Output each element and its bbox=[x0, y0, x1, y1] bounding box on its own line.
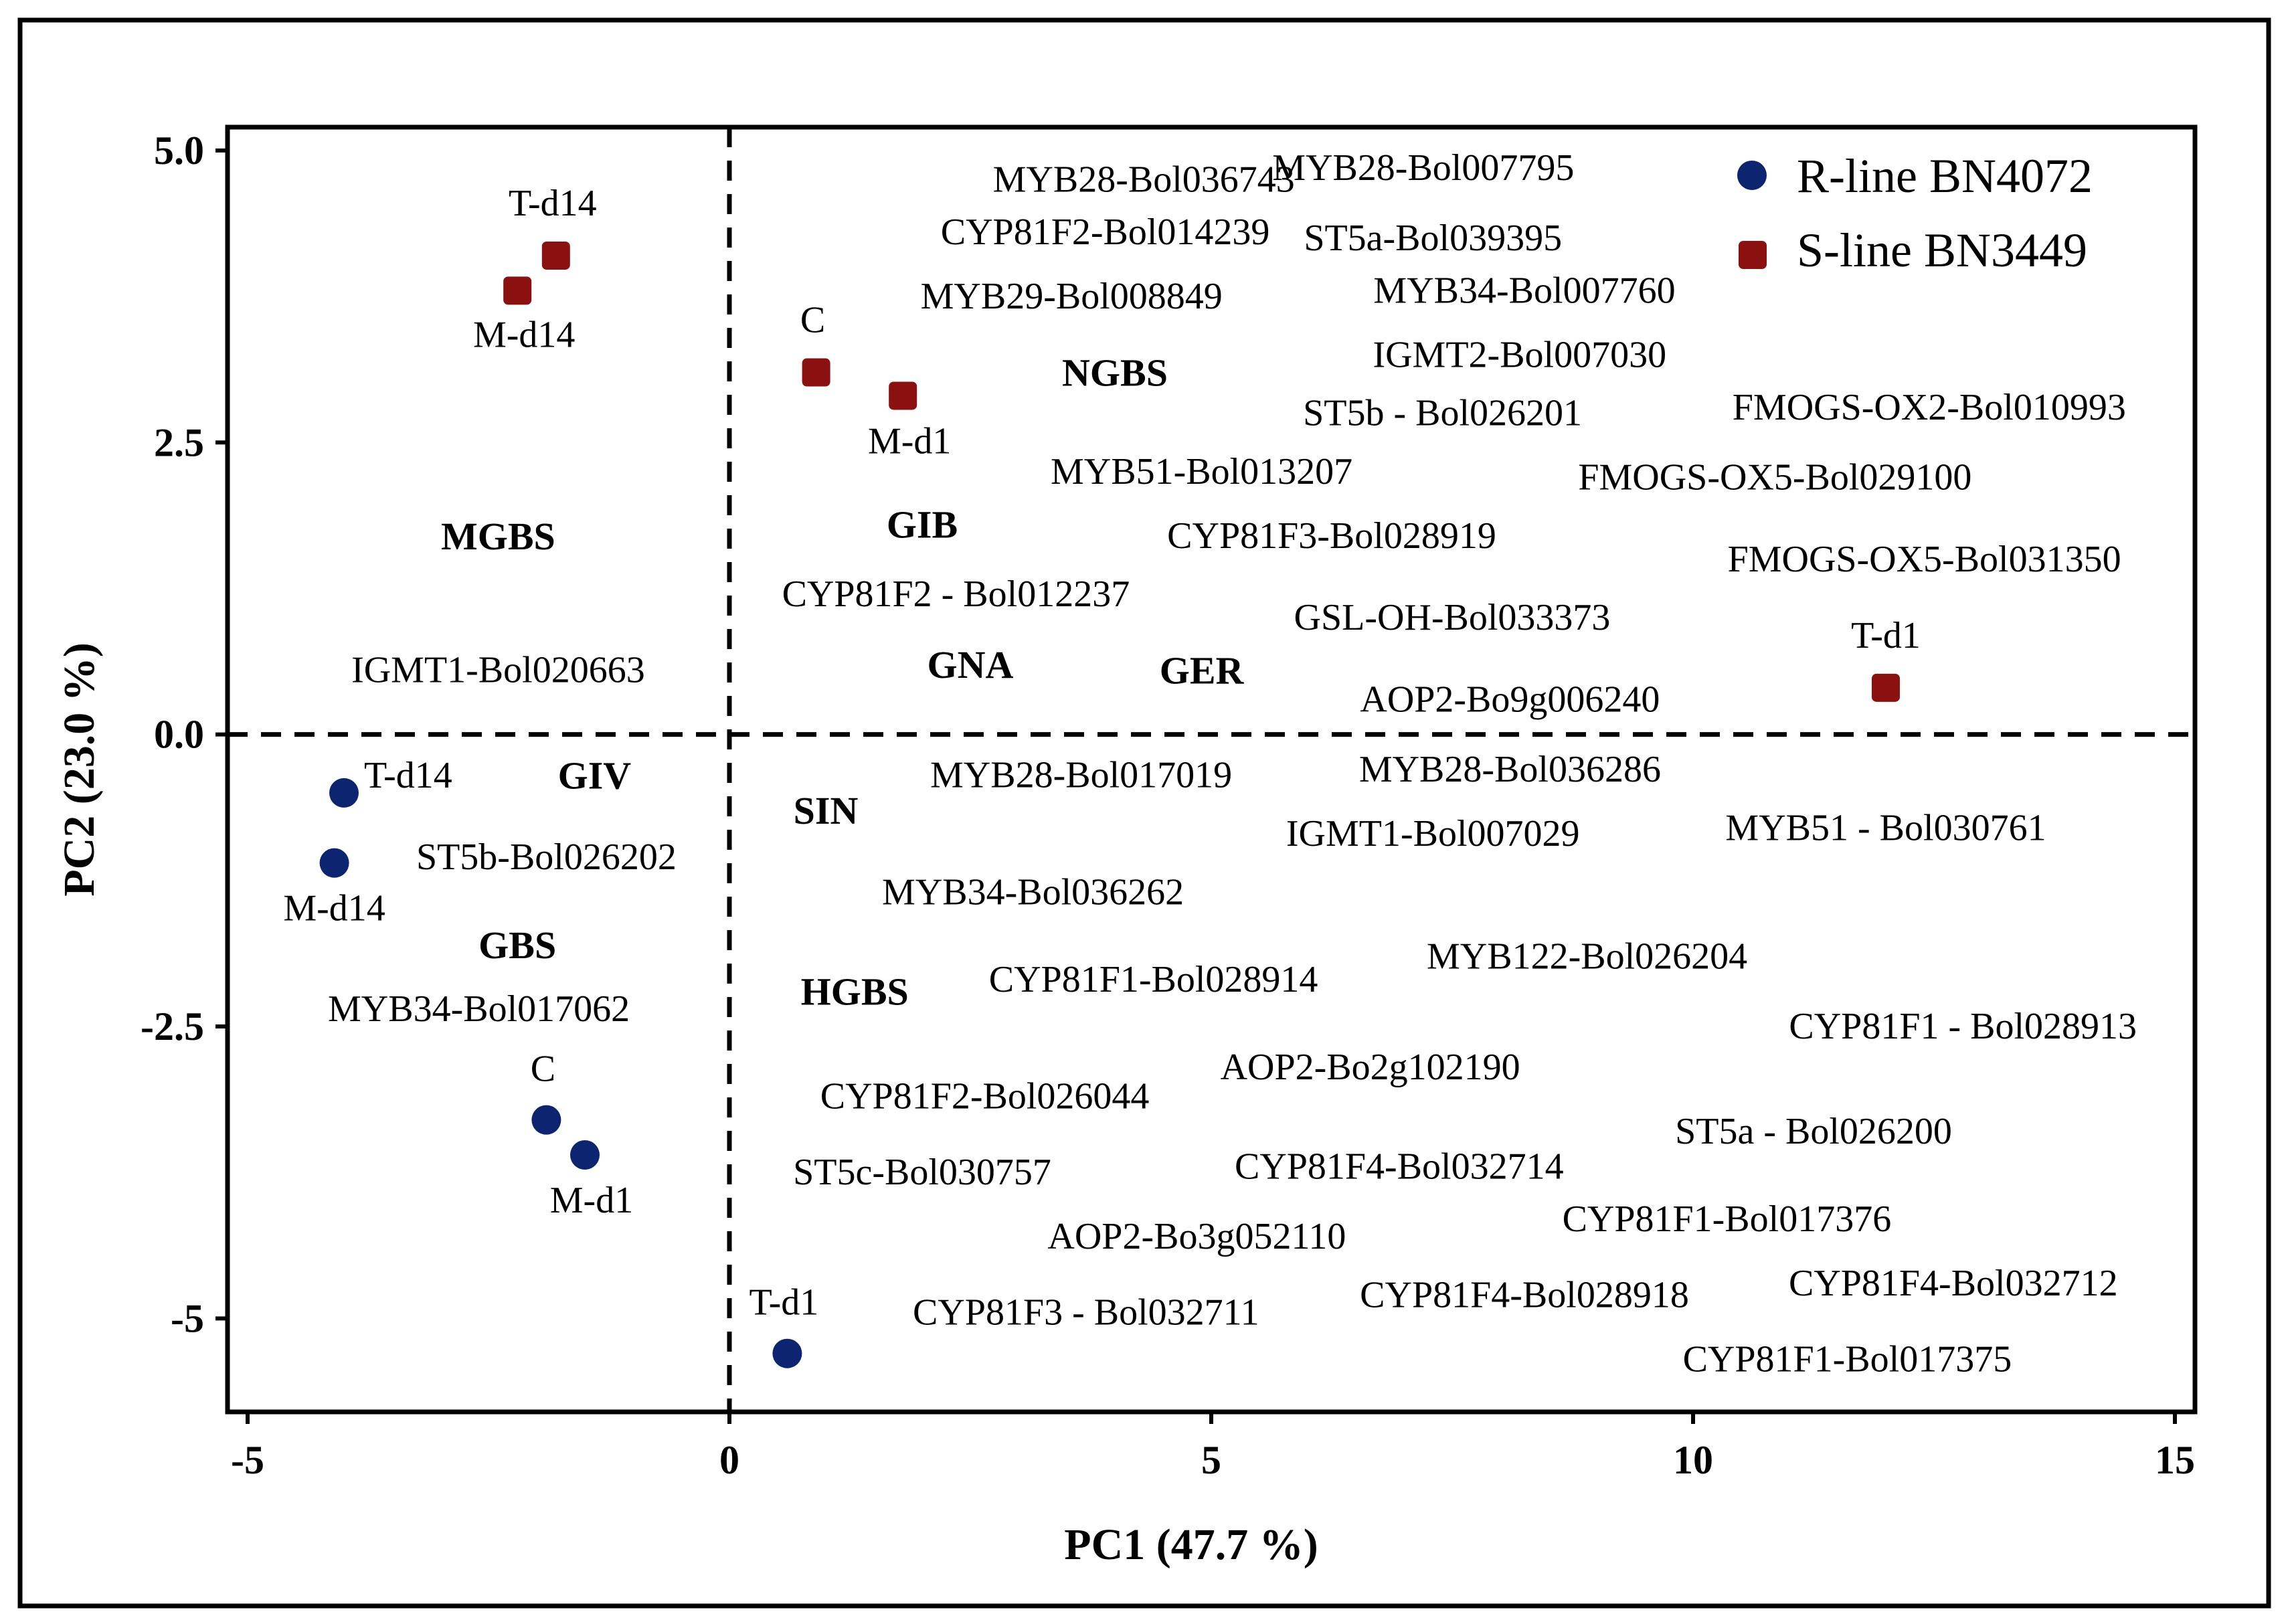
gene-label: CYP81F4-Bol032714 bbox=[1235, 1146, 1564, 1187]
gene-label: AOP2-Bo3g052110 bbox=[1047, 1216, 1346, 1257]
sample-point-label: M-d14 bbox=[283, 888, 385, 929]
sample-point-label: M-d1 bbox=[868, 420, 951, 462]
r-line-point bbox=[329, 778, 359, 808]
gene-label: MYB28-Bol017019 bbox=[930, 755, 1232, 796]
gene-label: GSL-OH-Bol033373 bbox=[1294, 597, 1611, 638]
gene-label: ST5c-Bol030757 bbox=[793, 1152, 1051, 1193]
metabolite-label: NGBS bbox=[1062, 351, 1168, 395]
r-line-point bbox=[319, 848, 349, 878]
gene-labels: MYB28-Bol036743MYB28-Bol007795CYP81F2-Bo… bbox=[328, 147, 2137, 1380]
s-line-point bbox=[503, 276, 532, 305]
gene-label: CYP81F2-Bol026044 bbox=[820, 1076, 1150, 1117]
gene-label: MYB51-Bol013207 bbox=[1051, 451, 1352, 492]
reference-lines bbox=[228, 127, 2195, 1412]
legend-marker-s-line bbox=[1739, 241, 1767, 269]
gene-label: CYP81F2 - Bol012237 bbox=[782, 573, 1130, 615]
gene-label: CYP81F1-Bol017376 bbox=[1563, 1198, 1892, 1240]
metabolite-label: GIV bbox=[558, 754, 632, 798]
legend-marker-r-line bbox=[1737, 161, 1767, 190]
gene-label: MYB34-Bol017062 bbox=[328, 988, 630, 1030]
gene-label: FMOGS-OX5-Bol031350 bbox=[1728, 539, 2121, 580]
gene-label: IGMT1-Bol007029 bbox=[1286, 813, 1580, 854]
axis-tick-labels: -5 0 5 10 15 5.0 2.5 0.0 -2.5 -5 bbox=[141, 128, 2195, 1482]
gene-label: ST5a-Bol039395 bbox=[1304, 217, 1562, 259]
r-line-point bbox=[531, 1105, 561, 1135]
x-tick-label: 15 bbox=[2155, 1438, 2195, 1482]
y-tick-label: 5.0 bbox=[154, 128, 204, 173]
gene-label: AOP2-Bo9g006240 bbox=[1360, 679, 1660, 720]
gene-label: ST5a - Bol026200 bbox=[1675, 1111, 1952, 1152]
sample-point-label: C bbox=[800, 300, 825, 341]
gene-label: CYP81F1 - Bol028913 bbox=[1789, 1006, 2137, 1047]
r-line-point bbox=[772, 1338, 802, 1368]
gene-label: MYB122-Bol026204 bbox=[1427, 935, 1747, 977]
sample-point-label: C bbox=[531, 1049, 555, 1090]
x-tick-label: -5 bbox=[231, 1438, 264, 1482]
gene-label: ST5b - Bol026201 bbox=[1303, 393, 1582, 434]
y-axis-title: PC2 (23.0 %) bbox=[55, 642, 104, 896]
metabolite-label: GNA bbox=[928, 643, 1014, 687]
gene-label: CYP81F2-Bol014239 bbox=[941, 211, 1270, 253]
s-line-point bbox=[889, 381, 917, 410]
gene-label: AOP2-Bo2g102190 bbox=[1221, 1047, 1520, 1088]
metabolite-label: GBS bbox=[478, 923, 556, 967]
gene-label: MYB28-Bol007795 bbox=[1272, 147, 1574, 189]
gene-label: FMOGS-OX5-Bol029100 bbox=[1578, 457, 1971, 499]
gene-label: CYP81F3 - Bol032711 bbox=[913, 1292, 1259, 1334]
sample-point-label: T-d14 bbox=[509, 183, 597, 224]
outer-frame bbox=[17, 17, 2271, 1609]
gene-label: MYB29-Bol008849 bbox=[921, 276, 1223, 317]
gene-label: MYB51 - Bol030761 bbox=[1725, 807, 2046, 848]
gene-label: MYB28-Bol036743 bbox=[993, 159, 1295, 201]
metabolite-labels: MGBS GIB NGBS GNA GER GIV SIN GBS HGBS bbox=[441, 351, 1245, 1014]
y-tick-label: -2.5 bbox=[141, 1004, 204, 1049]
sample-point-label: T-d1 bbox=[1851, 615, 1921, 656]
sample-point-label: T-d14 bbox=[364, 755, 452, 796]
gene-label: CYP81F3-Bol028919 bbox=[1167, 515, 1496, 557]
x-axis-title: PC1 (47.7 %) bbox=[1064, 1520, 1318, 1569]
x-tick-label: 0 bbox=[719, 1438, 739, 1482]
legend-label-s-line: S-line BN3449 bbox=[1797, 223, 2087, 277]
y-tick-label: 0.0 bbox=[154, 713, 204, 757]
metabolite-label: GIB bbox=[887, 503, 958, 546]
gene-label: MYB34-Bol036262 bbox=[882, 871, 1184, 913]
s-line-point bbox=[1872, 673, 1900, 702]
gene-label: CYP81F1-Bol017375 bbox=[1683, 1338, 2012, 1380]
s-line-point bbox=[802, 358, 830, 387]
gene-label: IGMT1-Bol020663 bbox=[351, 650, 645, 691]
x-tick-label: 10 bbox=[1673, 1438, 1713, 1482]
legend-label-r-line: R-line BN4072 bbox=[1797, 149, 2093, 203]
x-tick-label: 5 bbox=[1201, 1438, 1221, 1482]
metabolite-label: MGBS bbox=[441, 515, 555, 558]
gene-label: CYP81F1-Bol028914 bbox=[989, 959, 1318, 1000]
r-line-point bbox=[570, 1140, 600, 1170]
sample-points bbox=[319, 242, 1900, 1368]
y-tick-label: -5 bbox=[171, 1296, 204, 1340]
sample-point-label: M-d1 bbox=[550, 1180, 633, 1221]
gene-label: ST5b-Bol026202 bbox=[416, 836, 677, 878]
gene-label: MYB34-Bol007760 bbox=[1373, 270, 1675, 311]
gene-label: CYP81F4-Bol032712 bbox=[1789, 1263, 2118, 1304]
metabolite-label: GER bbox=[1160, 649, 1245, 693]
gene-label: MYB28-Bol036286 bbox=[1359, 749, 1661, 790]
metabolite-label: SIN bbox=[794, 789, 859, 832]
metabolite-label: HGBS bbox=[801, 970, 909, 1014]
sample-point-label: M-d14 bbox=[473, 314, 575, 355]
gene-label: CYP81F4-Bol028918 bbox=[1360, 1274, 1689, 1316]
axis-ticks bbox=[215, 148, 2177, 1424]
sample-point-label: T-d1 bbox=[750, 1282, 819, 1324]
gene-label: IGMT2-Bol007030 bbox=[1373, 334, 1666, 375]
y-tick-label: 2.5 bbox=[154, 420, 204, 464]
s-line-point bbox=[541, 242, 570, 270]
gene-label: FMOGS-OX2-Bol010993 bbox=[1733, 387, 2126, 428]
legend: R-line BN4072 S-line BN3449 bbox=[1737, 149, 2093, 277]
